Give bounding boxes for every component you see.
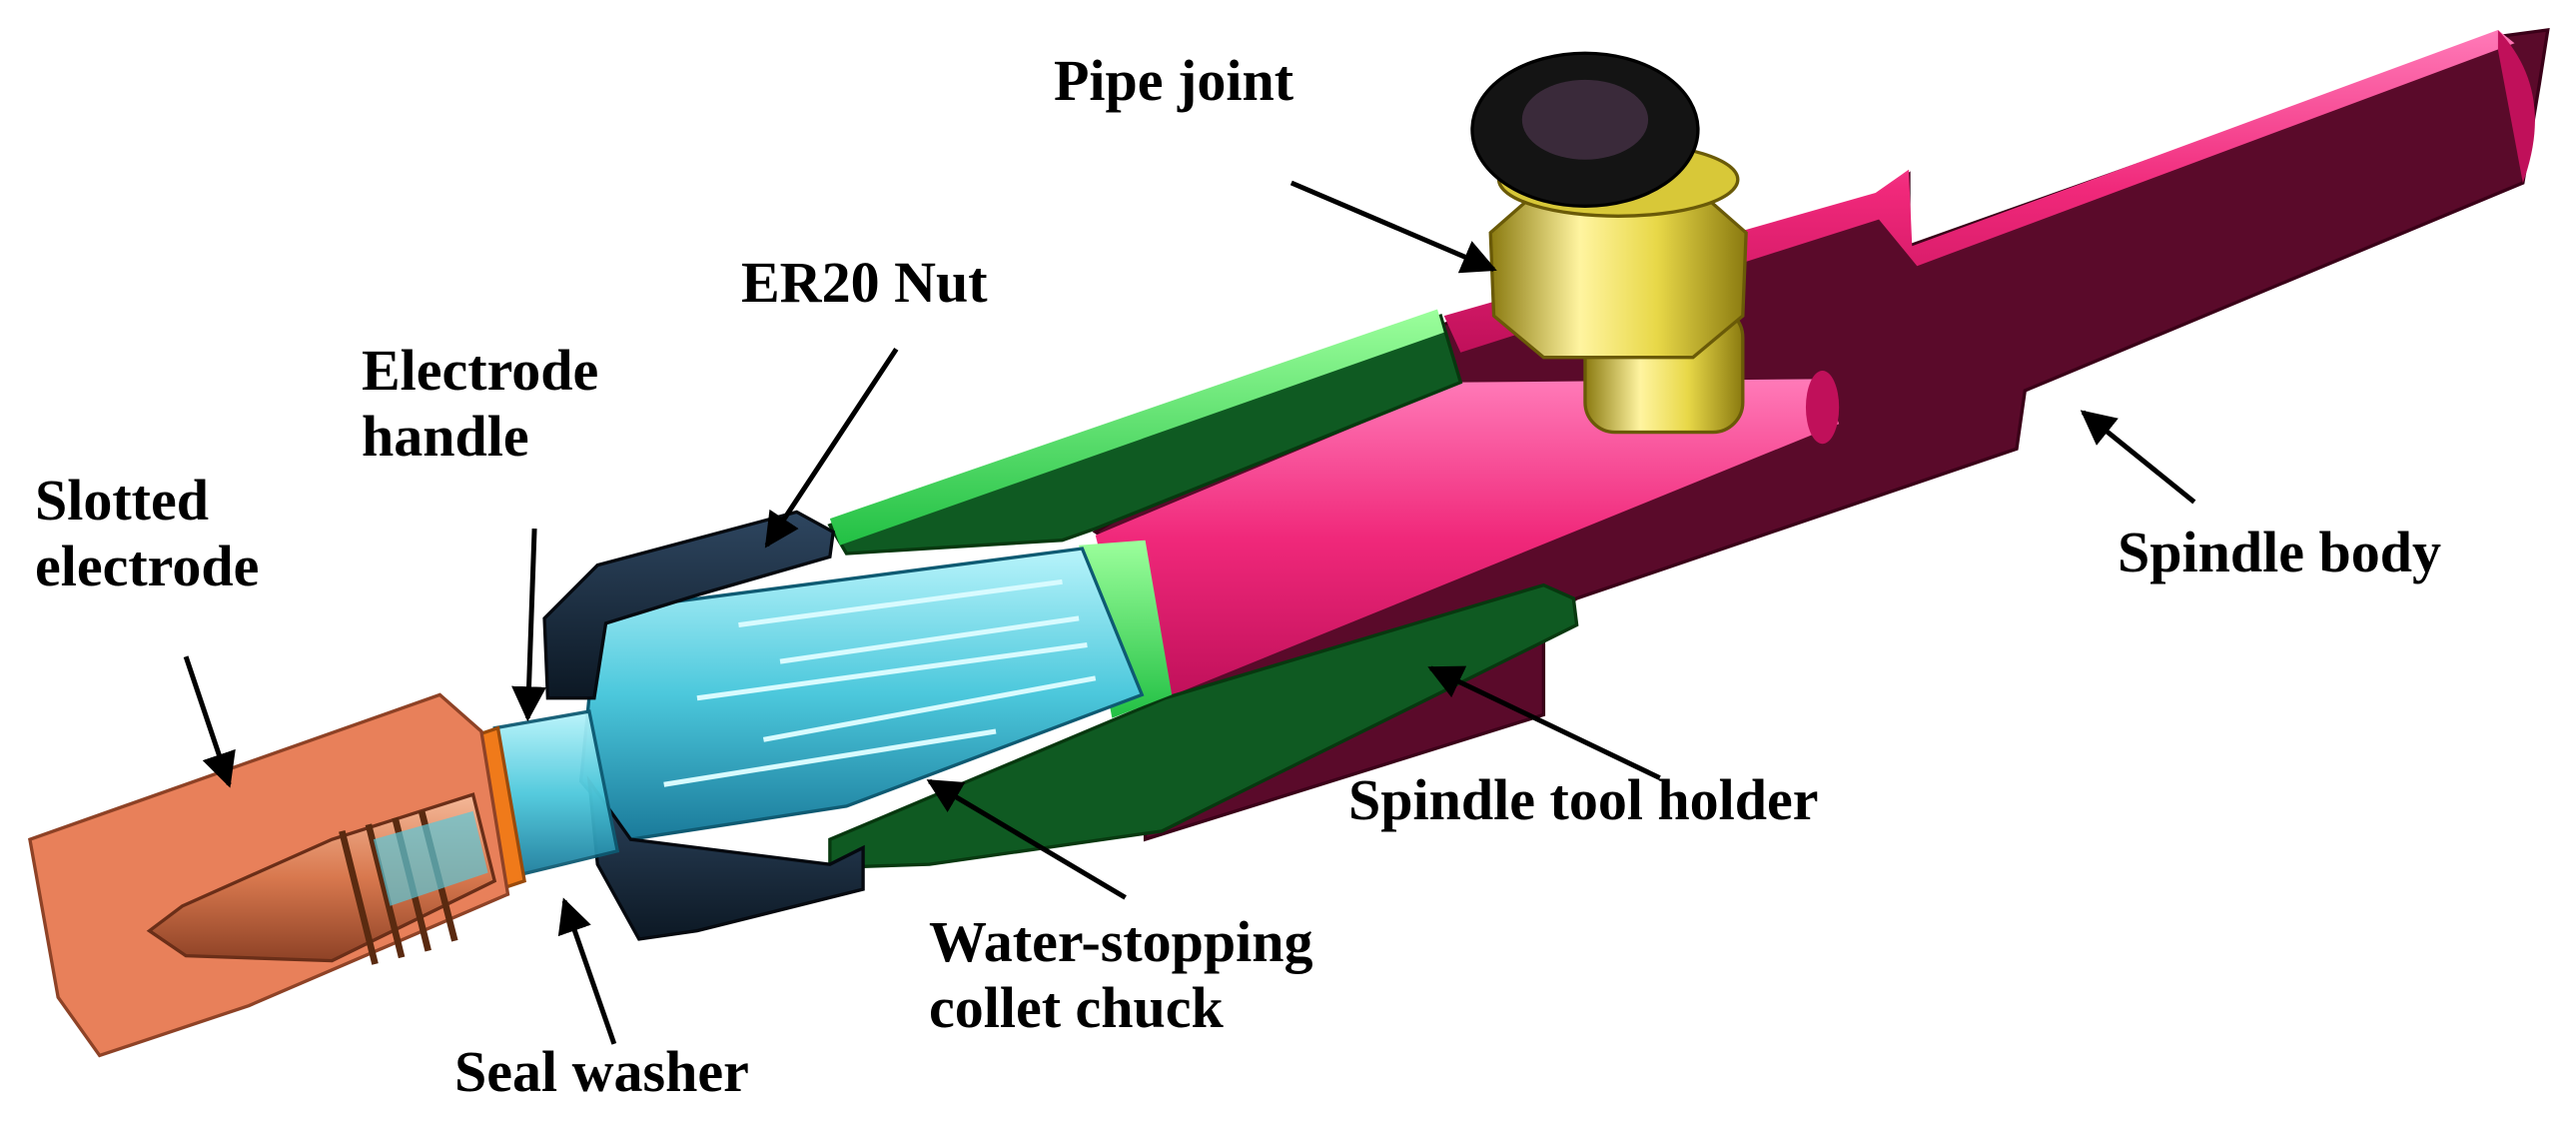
tool-holder-ring — [1079, 540, 1173, 718]
label-spindle-body: Spindle body — [2118, 520, 2442, 584]
arrow-slotted-electrode — [183, 655, 236, 788]
label-collet-chuck-line1: Water-stopping — [929, 909, 1313, 974]
arrow-pipe-joint — [1289, 180, 1497, 274]
label-collet-chuck-line2: collet chuck — [929, 975, 1224, 1040]
leader-lines — [183, 180, 2196, 1045]
label-electrode-handle-line2: handle — [362, 404, 529, 469]
label-slotted-electrode-line1: Slotted — [35, 468, 209, 533]
spindle-body-bore-end — [1805, 371, 1840, 445]
pipe-joint-ring-inner — [1521, 79, 1649, 160]
label-pipe-joint: Pipe joint — [1054, 48, 1294, 113]
arrow-spindle-tool-holder — [1427, 665, 1661, 780]
label-slotted-electrode: Slotted electrode — [35, 468, 259, 599]
spindle-body-end-face — [2497, 29, 2535, 184]
label-slotted-electrode-line2: electrode — [35, 534, 260, 598]
collet-slits — [663, 578, 1097, 787]
arrow-collet-chuck — [926, 778, 1127, 900]
electrode-thread-core — [373, 810, 488, 906]
pipe-joint — [1470, 51, 1748, 435]
arrow-electrode-handle — [511, 528, 546, 722]
er20-nut — [542, 510, 865, 941]
nut-upper — [542, 510, 835, 700]
label-electrode-handle-line1: Electrode — [362, 338, 599, 403]
tool-holder-upper-surface — [829, 309, 1444, 546]
label-seal-washer: Seal washer — [454, 1039, 749, 1104]
label-er20-nut: ER20 Nut — [741, 250, 988, 315]
label-electrode-handle: Electrode handle — [362, 338, 598, 470]
slotted-electrode — [28, 692, 510, 1058]
spindle-body-bore — [1095, 379, 1840, 698]
label-spindle-tool-holder: Spindle tool holder — [1348, 767, 1819, 832]
nut-lower — [586, 774, 865, 941]
label-water-stopping-collet-chuck: Water-stopping collet chuck — [929, 909, 1313, 1041]
arrow-spindle-body — [2080, 410, 2196, 505]
arrow-er20-nut — [764, 347, 899, 549]
arrow-seal-washer — [557, 897, 617, 1045]
